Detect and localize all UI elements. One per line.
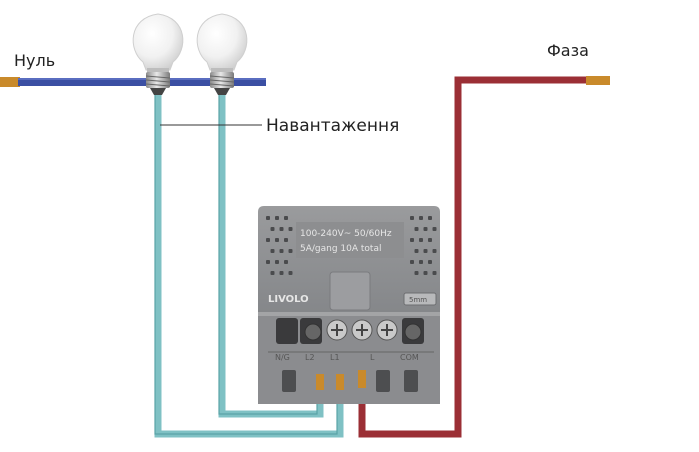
side-button-label: 5mm [409,296,427,304]
phase-label: Фаза [547,41,589,60]
spec-line-2: 5A/gang 10A total [300,244,381,254]
terminal-l-label: L [370,353,375,362]
spec-line-1: 100-240V~ 50/60Hz [300,229,392,239]
terminal-screws [276,318,424,344]
light-bulb-1-icon [132,13,184,95]
copper-wire-ends [316,370,366,390]
terminal-l1-label: L1 [330,353,340,362]
load-label: Навантаження [266,116,399,136]
terminal-l2-label: L2 [305,353,315,362]
terminal-com-label: COM [400,353,419,362]
vent-holes [266,216,437,275]
light-bulb-2-icon [196,13,248,95]
phase-wire [358,76,610,438]
terminal-ng-label: N/G [275,353,290,362]
neutral-label: Нуль [14,51,55,70]
switch-module: 100-240V~ 50/60Hz 5A/gang 10A total LIVO… [258,206,440,404]
neutral-wire [0,77,266,87]
brand-logo: LIVOLO [268,294,309,305]
device-window [329,271,371,311]
